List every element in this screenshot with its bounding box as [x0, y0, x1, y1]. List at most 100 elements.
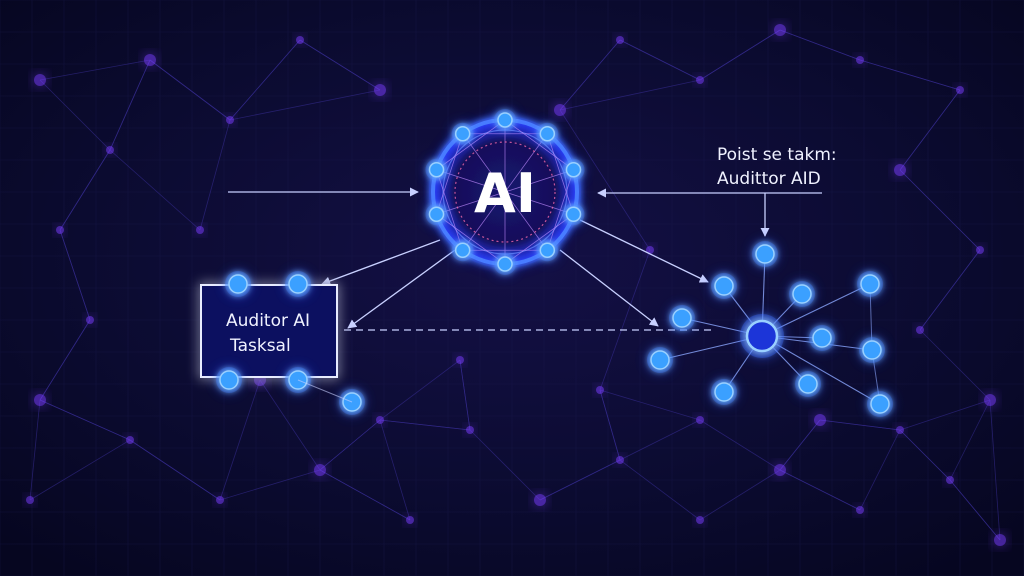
task-box-line2: Tasksal [229, 336, 291, 356]
note-line2: Audittor AID [717, 169, 821, 189]
core-mesh [436, 119, 574, 265]
bg-network-node [34, 394, 46, 406]
bg-network-edge [29, 399, 41, 501]
right-cluster[interactable] [647, 241, 893, 417]
bg-network-edge [59, 149, 111, 231]
bg-network-node [126, 436, 134, 444]
core-nodes [425, 109, 585, 275]
bg-network-edge [149, 59, 231, 121]
bg-network-node [226, 116, 234, 124]
bg-network-node [216, 496, 224, 504]
bg-network-edge [59, 229, 91, 321]
bg-network-edge [779, 469, 861, 511]
bg-network-edge [949, 479, 1001, 541]
task-box-node [288, 274, 308, 294]
core-node [539, 242, 556, 258]
core-node [565, 162, 582, 178]
bg-network-edge [219, 469, 321, 501]
cluster-spoke [761, 335, 881, 405]
core-node [539, 126, 556, 142]
bg-network-edge [899, 399, 991, 431]
bg-network-node [894, 164, 906, 176]
bg-network-node [774, 24, 786, 36]
bg-network-node [646, 246, 654, 254]
cluster-hub [745, 319, 779, 353]
core-mesh-line [462, 133, 548, 251]
bg-network-edge [919, 329, 991, 401]
cluster-node [812, 328, 832, 348]
background-network [26, 24, 1006, 546]
core-mesh-line [436, 169, 464, 251]
bg-network-node [86, 316, 94, 324]
bg-network-node [466, 426, 474, 434]
arrow-core-to-cluster-top [579, 219, 709, 283]
bg-network-edge [319, 469, 411, 521]
task-box[interactable]: Auditor AI Tasksal [200, 284, 338, 378]
core-node [454, 126, 471, 142]
bg-network-node [696, 516, 704, 524]
bg-network-node [554, 104, 566, 116]
bg-network-edge [699, 469, 781, 521]
core-node [428, 206, 445, 222]
bg-network-edge [859, 429, 901, 511]
bg-network-node [56, 226, 64, 234]
cluster-node [860, 274, 880, 294]
cluster-node [870, 394, 890, 414]
cluster-node [672, 308, 692, 328]
bg-network-edge [229, 89, 381, 121]
bg-network-edge [619, 459, 701, 521]
core-mesh-line [436, 133, 464, 215]
bg-network-edge [599, 249, 651, 391]
bg-network-node [696, 76, 704, 84]
bg-network-node [856, 56, 864, 64]
bg-network-node [34, 74, 46, 86]
cluster-node [714, 276, 734, 296]
bg-network-edge [779, 29, 861, 61]
bg-network-node [314, 464, 326, 476]
bg-network-node [896, 426, 904, 434]
bg-network-edge [539, 459, 621, 501]
core-node [454, 242, 471, 258]
bg-network-node [616, 456, 624, 464]
bg-network-node [456, 356, 464, 364]
cluster-node [650, 350, 670, 370]
bg-network-node [144, 54, 156, 66]
bg-network-node [616, 36, 624, 44]
cluster-node [714, 382, 734, 402]
bg-network-edge [469, 429, 541, 501]
task-box-node [219, 370, 239, 390]
bg-network-edge [229, 39, 301, 121]
bg-network-edge [319, 419, 381, 471]
bg-network-edge [459, 359, 471, 431]
core-node [565, 206, 582, 222]
bg-network-edge [699, 419, 781, 471]
bg-network-node [916, 326, 924, 334]
cluster-node [792, 284, 812, 304]
bg-network-edge [379, 419, 471, 431]
task-box-node-link [297, 379, 353, 403]
bg-network-edge [949, 399, 991, 481]
bg-network-edge [899, 89, 961, 171]
bg-network-node [196, 226, 204, 234]
bg-network-edge [379, 419, 411, 521]
bg-network-node [814, 414, 826, 426]
bg-network-edge [39, 79, 111, 151]
arrow-core-to-cluster-left [559, 249, 659, 327]
core-node [428, 162, 445, 178]
bg-network-edge [559, 109, 651, 251]
core-label: AI [474, 162, 536, 225]
bg-network-node [976, 246, 984, 254]
bg-network-edge [259, 379, 321, 471]
note-line1: Poist se takm: [717, 145, 837, 165]
core-mesh-line [436, 213, 506, 265]
bg-network-node [984, 394, 996, 406]
bg-network-node [374, 84, 386, 96]
ai-core[interactable]: AI [425, 109, 585, 275]
bg-network-edge [619, 419, 701, 461]
task-box-line1: Auditor AI [226, 311, 310, 331]
bg-network-edge [109, 149, 201, 231]
bg-network-edge [559, 39, 621, 111]
bg-network-node [596, 386, 604, 394]
bg-network-node [774, 464, 786, 476]
